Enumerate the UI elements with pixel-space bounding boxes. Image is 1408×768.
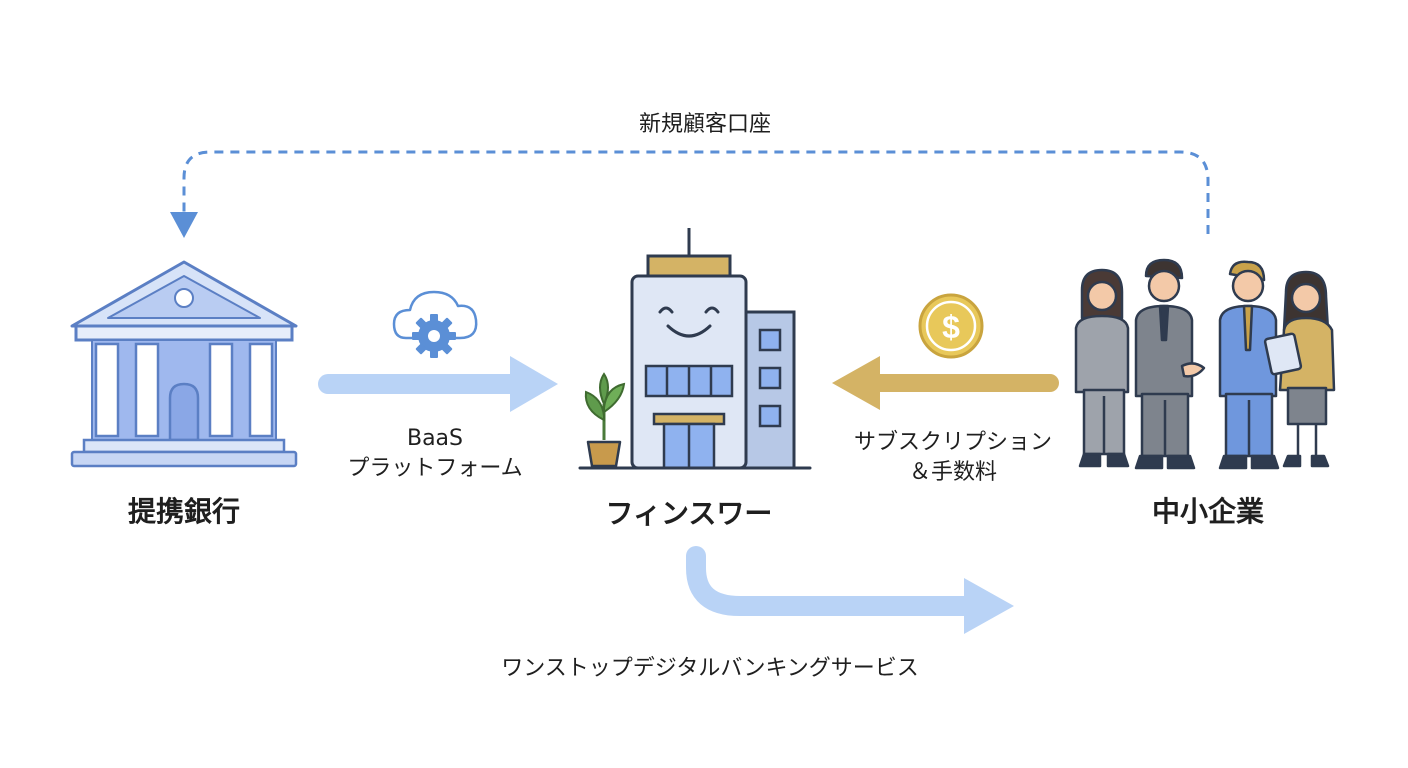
baas-arrow — [318, 356, 558, 412]
baas-label: BaaS プラットフォーム — [318, 424, 552, 484]
sme-label: 中小企業 — [1151, 495, 1264, 528]
potted-plant-icon — [584, 372, 626, 468]
baas-label-line1: BaaS — [406, 426, 464, 451]
baas-label-line2: プラットフォーム — [347, 456, 523, 481]
svg-text:$: $ — [942, 309, 960, 345]
one-stop-arrow — [686, 546, 1014, 634]
bank-building-icon — [70, 260, 298, 468]
subscription-arrow — [832, 356, 1059, 410]
dollar-coin-icon: $ — [918, 293, 984, 359]
business-people-handshake-icon — [1074, 258, 1336, 470]
subscription-label: サブスクリプション ＆手数料 — [822, 428, 1084, 488]
fintech-label: フィンスワー — [605, 497, 773, 530]
smiling-office-building-icon — [578, 228, 812, 470]
cloud-gear-icon — [392, 290, 478, 358]
new-accounts-label: 新規顧客口座 — [638, 112, 771, 137]
bank-label: 提携銀行 — [127, 495, 240, 528]
subscription-label-line2: ＆手数料 — [908, 460, 997, 485]
one-stop-service-label: ワンストップデジタルバンキングサービス — [501, 656, 919, 681]
subscription-label-line1: サブスクリプション — [853, 430, 1052, 455]
new-accounts-dashed-arrow — [170, 150, 1210, 238]
